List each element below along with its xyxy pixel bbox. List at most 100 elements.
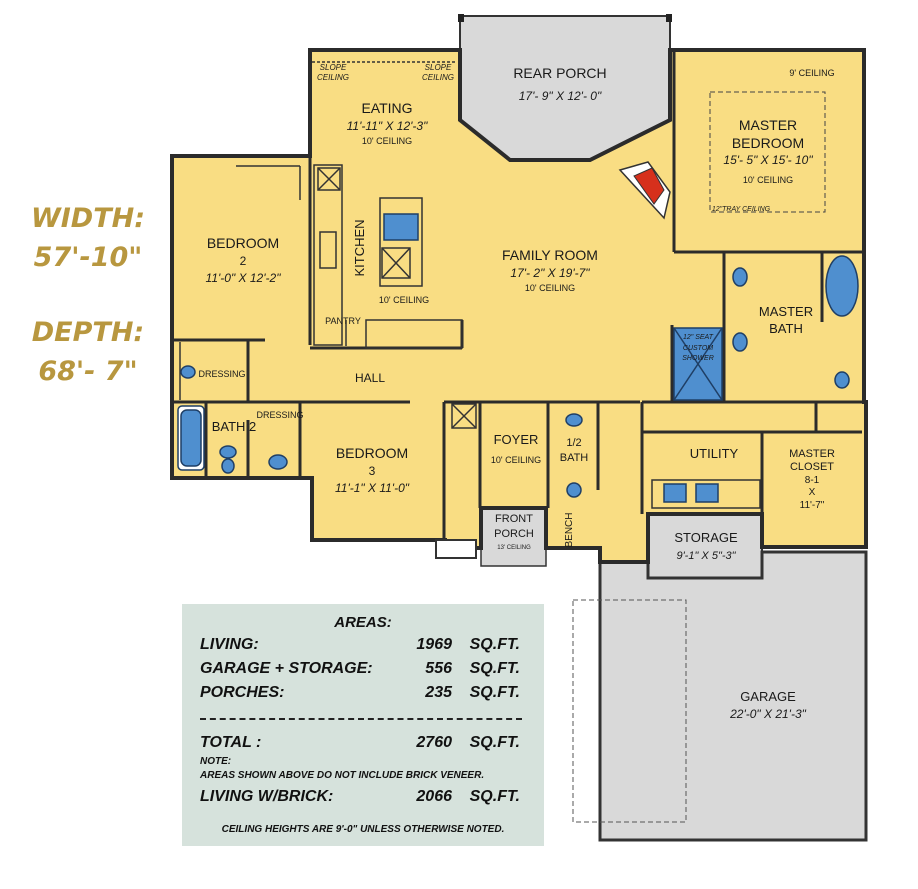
- shower-label-2: CUSTOM: [683, 345, 713, 352]
- master-closet-2: CLOSET: [790, 461, 834, 473]
- master-bedroom-size: 15'- 5" X 15'- 10": [723, 153, 813, 167]
- dressing1-sink: [180, 365, 196, 379]
- areas-summary-panel: AREAS: LIVING: 1969 SQ.FT. GARAGE + STOR…: [182, 604, 544, 846]
- areas-divider: [200, 718, 522, 720]
- bedroom3-size: 11'-1" X 11'-0": [335, 481, 410, 495]
- bedroom3-num: 3: [369, 464, 376, 478]
- front-porch-label-2: PORCH: [494, 528, 534, 540]
- kitchen-sink: [383, 213, 419, 241]
- rear-porch-size: 17'- 9" X 12'- 0": [519, 89, 602, 103]
- pantry-label: PANTRY: [325, 316, 361, 326]
- bench-label: BENCH: [564, 512, 575, 547]
- bath2-label: BATH 2: [212, 419, 257, 434]
- master-bath-label-2: BATH: [769, 321, 803, 336]
- eating-size: 11'-11" X 12'-3": [347, 119, 428, 133]
- master-bedroom-ceiling-top: 9' CEILING: [789, 68, 834, 78]
- eating-label: EATING: [361, 100, 412, 116]
- family-room-size: 17'- 2" X 19'-7": [510, 266, 590, 280]
- washer: [663, 483, 687, 503]
- slope-left-1: SLOPE: [320, 63, 347, 72]
- width-label: WIDTH:: [31, 203, 145, 234]
- half-bath-label-2: BATH: [560, 452, 589, 464]
- master-bedroom-label-1: MASTER: [739, 117, 797, 133]
- note-text: AREAS SHOWN ABOVE DO NOT INCLUDE BRICK V…: [200, 770, 485, 781]
- area-unit: SQ.FT.: [469, 636, 520, 653]
- area-unit: SQ.FT.: [469, 684, 520, 701]
- area-value: 556: [425, 660, 452, 677]
- shower-label-1: 12" SEAT: [683, 334, 714, 341]
- areas-title: AREAS:: [334, 614, 392, 631]
- width-value: 57'-10": [34, 242, 143, 273]
- foyer-ceiling: 10' CEILING: [491, 455, 541, 465]
- area-row-porches: PORCHES: 235 SQ.FT.: [200, 684, 530, 706]
- eating-ceiling: 10' CEILING: [362, 136, 412, 146]
- half-bath-toilet: [566, 482, 582, 498]
- storage-label: STORAGE: [674, 530, 738, 545]
- area-label: PORCHES:: [200, 684, 285, 701]
- front-porch-label-1: FRONT: [495, 513, 533, 525]
- storage-size: 9'-1" X 5"-3": [676, 550, 736, 562]
- area-row-brick: LIVING W/BRICK: 2066 SQ.FT.: [200, 788, 530, 810]
- master-closet-3: 8-1: [805, 475, 820, 486]
- master-closet-5: 11'-7": [800, 500, 825, 511]
- hall-label: HALL: [355, 371, 385, 385]
- fireplace: [618, 161, 671, 220]
- family-room-label: FAMILY ROOM: [502, 247, 598, 263]
- note-title: NOTE:: [200, 756, 232, 767]
- ceiling-note: CEILING HEIGHTS ARE 9'-0" UNLESS OTHERWI…: [221, 824, 505, 835]
- half-bath-sink: [565, 413, 583, 427]
- master-closet-4: X: [809, 487, 816, 498]
- plumbing-fixtures: [177, 213, 859, 503]
- master-toilet: [834, 371, 850, 389]
- area-value: 1969: [416, 636, 452, 653]
- bath2-toilet: [221, 458, 235, 474]
- tray-ceiling-outline: [709, 91, 826, 213]
- area-label: GARAGE + STORAGE:: [200, 660, 373, 677]
- total-label: TOTAL :: [200, 734, 262, 751]
- room-labels: REAR PORCH 17'- 9" X 12'- 0" SLOPE CEILI…: [198, 63, 834, 721]
- total-value: 2760: [416, 734, 452, 751]
- overall-dimensions: WIDTH: 57'-10" DEPTH: 68'- 7": [31, 203, 145, 387]
- master-sink-2: [732, 332, 748, 352]
- master-sink-1: [732, 267, 748, 287]
- built-ins: [179, 61, 761, 509]
- garage-door-line: [572, 599, 687, 823]
- utility-label: UTILITY: [690, 446, 739, 461]
- storage-area: [647, 513, 763, 579]
- dressing1-label: DRESSING: [198, 369, 245, 379]
- bedroom2-label-2: 2: [240, 254, 247, 268]
- garage-size: 22'-0" X 21'-3": [729, 707, 807, 721]
- master-tub: [825, 255, 859, 317]
- dryer: [695, 483, 719, 503]
- area-unit: SQ.FT.: [469, 660, 520, 677]
- bedroom3-label: BEDROOM: [336, 445, 408, 461]
- brick-label: LIVING W/BRICK:: [200, 788, 334, 805]
- brick-value: 2066: [416, 788, 452, 805]
- garage-area: [598, 550, 868, 842]
- master-bedroom-label-2: BEDROOM: [732, 135, 804, 151]
- garage-label: GARAGE: [740, 689, 796, 704]
- kitchen-label: KITCHEN: [352, 219, 367, 276]
- rear-porch-label: REAR PORCH: [513, 65, 606, 81]
- area-row-total: TOTAL : 2760 SQ.FT.: [200, 734, 530, 756]
- front-porch-ceiling: 13' CEILING: [497, 545, 531, 551]
- dressing2-label: DRESSING: [256, 410, 303, 420]
- master-bath-label-1: MASTER: [759, 304, 813, 319]
- slope-left-2: CEILING: [317, 73, 349, 82]
- bedroom2-size: 11'-0" X 12'-2": [206, 271, 282, 285]
- area-value: 235: [425, 684, 452, 701]
- master-bedroom-tray: 12"TRAY CEILING: [712, 206, 771, 213]
- area-label: LIVING:: [200, 636, 259, 653]
- dressing-sink: [268, 454, 288, 470]
- family-room-ceiling: 10' CEILING: [525, 283, 575, 293]
- slope-right-2: CEILING: [422, 73, 454, 82]
- unconditioned-areas: [459, 15, 868, 842]
- total-unit: SQ.FT.: [469, 734, 520, 751]
- kitchen-ceiling: 10' CEILING: [379, 295, 429, 305]
- depth-label: DEPTH:: [32, 317, 144, 348]
- master-bedroom-ceiling: 10' CEILING: [743, 175, 793, 185]
- brick-unit: SQ.FT.: [469, 788, 520, 805]
- bedroom2-label-1: BEDROOM: [207, 235, 279, 251]
- depth-value: 68'- 7": [38, 356, 137, 387]
